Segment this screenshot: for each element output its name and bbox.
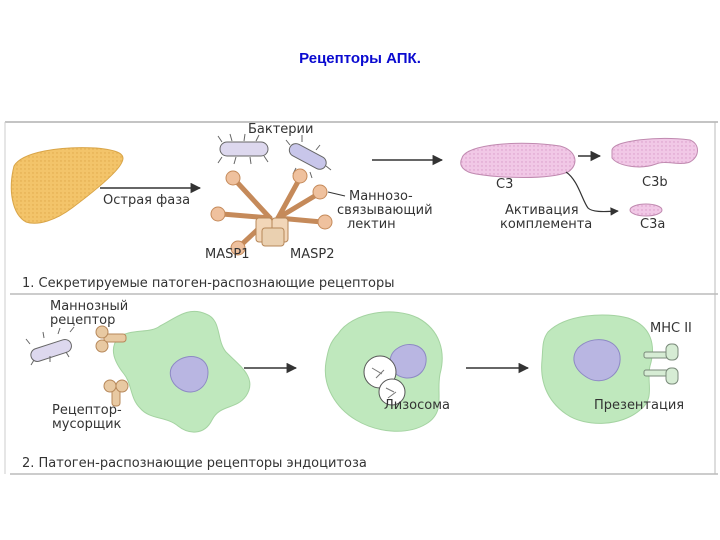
acute-phase-label: Острая фаза [103,193,190,208]
mannose-receptor-label-line2: рецептор [50,313,115,328]
lysosome-label: Лизосома [384,398,450,413]
scavenger-receptor-label-line2: мусорщик [52,417,122,432]
masp1-label: MASP1 [205,247,249,262]
c3a-label: C3a [640,217,665,232]
bacterium-icon [26,327,74,365]
presentation-label: Презентация [594,398,684,413]
panel2-caption: 2. Патоген-распознающие рецепторы эндоци… [22,456,367,471]
c3b-molecule [612,138,698,166]
c3b-label: C3b [642,175,668,190]
mbl-pointer [328,192,345,196]
mbl-label-line2: связывающий [337,203,433,218]
bacterium-icon [218,134,268,164]
liver-icon [11,148,123,224]
panel1-caption: 1. Секретируемые патоген-распознающие ре… [22,276,395,291]
mannose-receptor-label-line1: Маннозный [50,299,128,314]
mbl-label-line1: Маннозо- [349,189,413,204]
scavenger-receptor-label-line1: Рецептор- [52,403,122,418]
c3-molecule [461,143,575,177]
bacteria-label: Бактерии [248,122,313,137]
c3-label: C3 [496,177,513,192]
masp2-label: MASP2 [290,247,334,262]
bacterium-icon [286,135,331,178]
masp-complex [256,218,288,246]
activation-label-line1: Активация [505,203,579,218]
activation-label-line2: комплемента [500,217,592,232]
mbl-label-line3: лектин [347,217,396,232]
mhc-ii-label: MHC II [650,321,692,336]
c3a-molecule [630,204,662,216]
